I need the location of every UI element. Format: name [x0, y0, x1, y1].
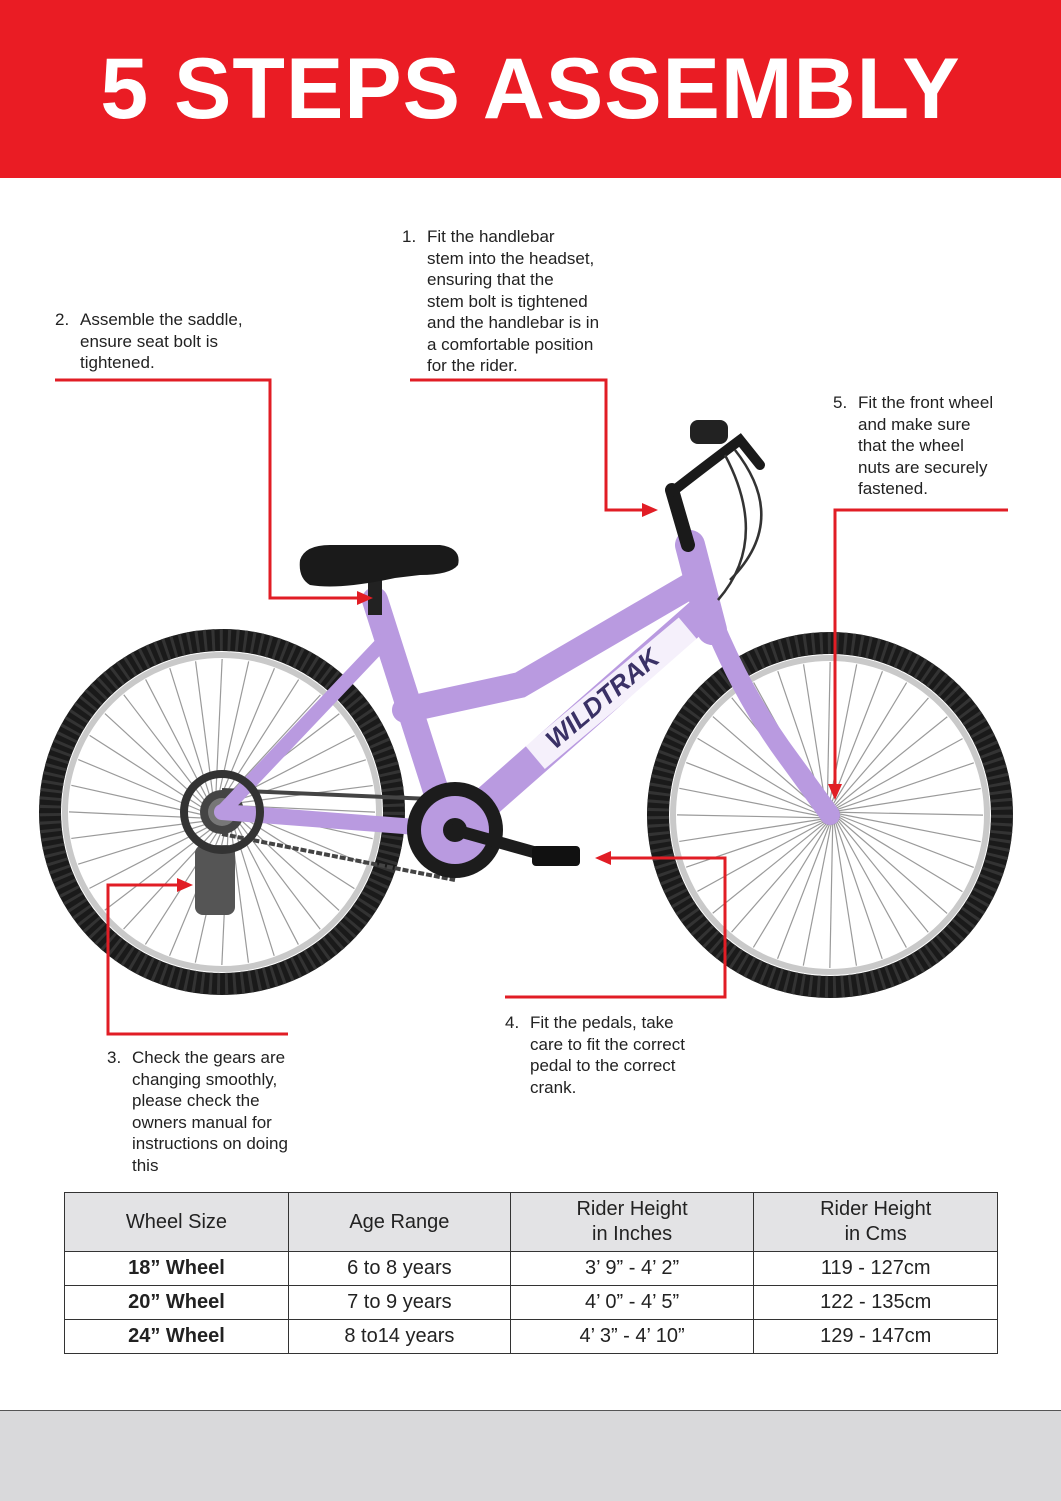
step-text: Fit the handlebar stem into the headset,… — [427, 227, 600, 375]
title-banner: 5 STEPS ASSEMBLY — [0, 0, 1061, 178]
step-5-annotation: 5. Fit the front wheel and make sure tha… — [833, 392, 993, 500]
handlebar — [665, 420, 765, 601]
age-range-cell: 8 to14 years — [287, 1319, 511, 1354]
chain — [221, 788, 456, 882]
table-row: 20” Wheel 7 to 9 years 4’ 0” - 4’ 5” 122… — [64, 1285, 998, 1320]
rear-derailleur — [180, 770, 264, 915]
step-number: 1. — [402, 227, 417, 246]
age-range-cell: 6 to 8 years — [287, 1251, 511, 1286]
step-4-annotation: 4. Fit the pedals, take care to fit the … — [505, 1012, 685, 1098]
table-row: 18” Wheel 6 to 8 years 3’ 9” - 4’ 2” 119… — [64, 1251, 998, 1286]
chainring — [407, 782, 580, 878]
step-2-annotation: 2. Assemble the saddle, ensure seat bolt… — [55, 309, 243, 374]
step-text: Fit the pedals, take care to fit the cor… — [530, 1013, 685, 1097]
size-guide-table: Wheel Size Age Range Rider Height in Inc… — [64, 1192, 998, 1354]
step-number: 3. — [107, 1048, 122, 1067]
table-header-row: Wheel Size Age Range Rider Height in Inc… — [64, 1192, 998, 1252]
height-cms-cell: 122 - 135cm — [753, 1285, 998, 1320]
height-cms-cell: 129 - 147cm — [753, 1319, 998, 1354]
wheel-size-cell: 24” Wheel — [64, 1319, 289, 1354]
step-number: 5. — [833, 393, 848, 412]
saddle — [299, 545, 459, 615]
column-header: Rider Height in Cms — [753, 1192, 998, 1252]
column-header: Wheel Size — [64, 1192, 289, 1252]
callout-lines — [55, 378, 1008, 1036]
height-inches-cell: 4’ 3” - 4’ 10” — [509, 1319, 755, 1354]
wheel-size-cell: 18” Wheel — [64, 1251, 289, 1286]
height-inches-cell: 3’ 9” - 4’ 2” — [509, 1251, 755, 1286]
height-inches-cell: 4’ 0” - 4’ 5” — [509, 1285, 755, 1320]
table-row: 24” Wheel 8 to14 years 4’ 3” - 4’ 10” 12… — [64, 1319, 998, 1354]
step-text: Assemble the saddle, ensure seat bolt is… — [80, 310, 243, 372]
step-number: 2. — [55, 310, 70, 329]
age-range-cell: 7 to 9 years — [287, 1285, 511, 1320]
height-cms-cell: 119 - 127cm — [753, 1251, 998, 1286]
column-header: Age Range — [287, 1192, 511, 1252]
step-text: Fit the front wheel and make sure that t… — [858, 393, 994, 498]
bike-frame — [214, 530, 840, 848]
step-1-annotation: 1. Fit the handlebar stem into the heads… — [402, 226, 599, 377]
step-number: 4. — [505, 1013, 520, 1032]
footer-band — [0, 1410, 1061, 1501]
step-3-annotation: 3. Check the gears are changing smoothly… — [107, 1047, 288, 1176]
wheel-size-cell: 20” Wheel — [64, 1285, 289, 1320]
page-title: 5 STEPS ASSEMBLY — [100, 40, 961, 137]
callout-arrowheads — [177, 503, 842, 892]
step-text: Check the gears are changing smoothly, p… — [132, 1048, 288, 1175]
bicycle-illustration: WILDTRAK — [39, 378, 1013, 1036]
column-header: Rider Height in Inches — [509, 1192, 755, 1252]
